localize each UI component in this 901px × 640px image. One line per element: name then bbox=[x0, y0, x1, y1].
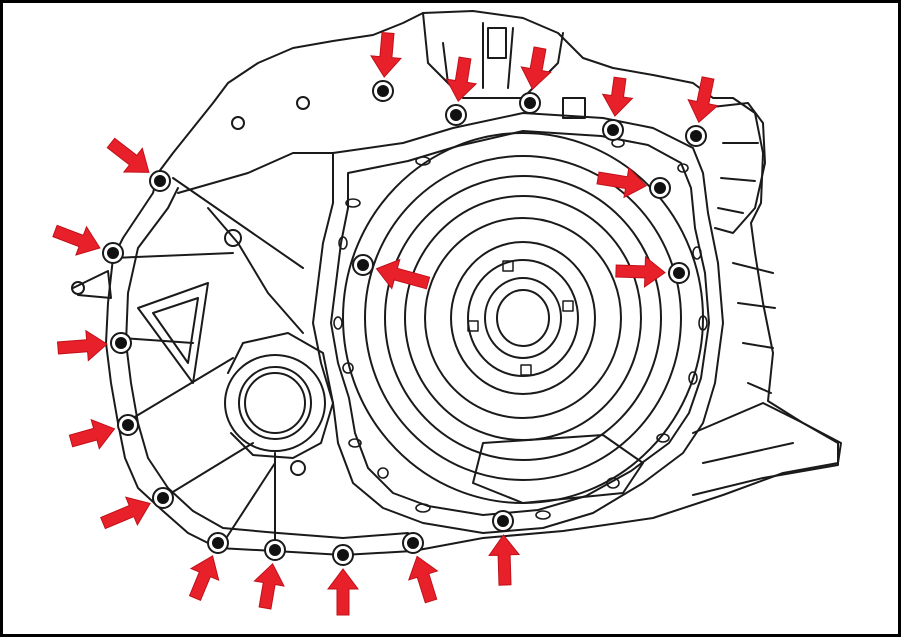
arrow-18-icon bbox=[488, 534, 521, 586]
right-mount bbox=[702, 102, 766, 234]
bottom-pan bbox=[472, 434, 644, 504]
bolt-5 bbox=[690, 130, 702, 142]
arrow-5-icon bbox=[687, 76, 719, 124]
bolt-8 bbox=[357, 259, 369, 271]
arrow-8-icon bbox=[375, 258, 431, 290]
transaxle-diagram bbox=[52, 10, 842, 616]
flange-inner bbox=[330, 130, 710, 516]
transaxle-housing bbox=[71, 10, 842, 556]
bolt-9 bbox=[154, 175, 166, 187]
arrow-12-icon bbox=[68, 418, 116, 450]
arrow-3-icon bbox=[520, 46, 552, 91]
arrow-14-icon bbox=[188, 555, 220, 601]
rib-4 bbox=[127, 357, 234, 422]
shaft-boss bbox=[227, 332, 334, 459]
rib-3 bbox=[120, 337, 194, 344]
arrow-2-icon bbox=[445, 56, 478, 103]
hub-bolts bbox=[467, 260, 574, 376]
arrow-markers bbox=[52, 31, 719, 616]
bolt-4 bbox=[607, 124, 619, 136]
arrow-1-icon bbox=[370, 31, 402, 78]
right-ribs bbox=[732, 262, 776, 394]
bolt-14 bbox=[212, 537, 224, 549]
arrow-9-icon bbox=[106, 137, 150, 173]
bolt-3 bbox=[524, 97, 536, 109]
concentric-rings bbox=[342, 132, 704, 504]
arrow-10-icon bbox=[52, 224, 101, 256]
rib-6 bbox=[222, 462, 276, 544]
shaft-opening-inner bbox=[244, 372, 306, 434]
housing-outline bbox=[105, 10, 842, 556]
boss-2 bbox=[290, 460, 306, 476]
bolt-11 bbox=[115, 337, 127, 349]
arrow-6-icon bbox=[596, 166, 648, 199]
arrow-15-icon bbox=[253, 562, 285, 610]
arrow-17-icon bbox=[407, 555, 439, 604]
housing-inner-rim bbox=[125, 187, 409, 539]
top-slot-1 bbox=[487, 27, 507, 59]
bolt-12 bbox=[122, 419, 134, 431]
boss-1 bbox=[224, 229, 242, 247]
arrow-13-icon bbox=[100, 496, 151, 530]
rib-1 bbox=[172, 177, 304, 269]
bolt-1 bbox=[377, 85, 389, 97]
shaft-opening-outer bbox=[224, 354, 326, 452]
bolt-18 bbox=[497, 515, 509, 527]
rib-2 bbox=[112, 252, 234, 259]
bolt-2 bbox=[450, 109, 462, 121]
top-slot-2 bbox=[562, 97, 586, 119]
arrow-16-icon bbox=[327, 568, 359, 616]
arrow-4-icon bbox=[601, 76, 634, 117]
top-boss bbox=[422, 12, 564, 99]
left-tab bbox=[72, 270, 112, 299]
bolt-16 bbox=[337, 549, 349, 561]
right-mount-fins bbox=[717, 142, 759, 214]
triangle-cutout bbox=[137, 282, 209, 384]
rib-5 bbox=[162, 442, 254, 499]
bolt-13 bbox=[157, 492, 169, 504]
bolt-15 bbox=[269, 544, 281, 556]
arrow-11-icon bbox=[56, 329, 108, 362]
bolt-7 bbox=[673, 267, 685, 279]
bolt-markers bbox=[102, 80, 707, 566]
shaft-opening-mid bbox=[238, 366, 312, 440]
arrow-7-icon bbox=[615, 255, 666, 288]
bolt-17 bbox=[407, 537, 419, 549]
boss-4 bbox=[231, 116, 245, 130]
boss-5 bbox=[296, 96, 310, 110]
rib-8 bbox=[177, 152, 334, 194]
top-boss-inner bbox=[442, 22, 514, 89]
bolt-6 bbox=[654, 182, 666, 194]
triangle-inner bbox=[152, 297, 199, 364]
rib-9 bbox=[207, 207, 304, 334]
lower-ext-2 bbox=[702, 442, 794, 464]
bolt-10 bbox=[107, 247, 119, 259]
lower-ext bbox=[692, 402, 839, 496]
